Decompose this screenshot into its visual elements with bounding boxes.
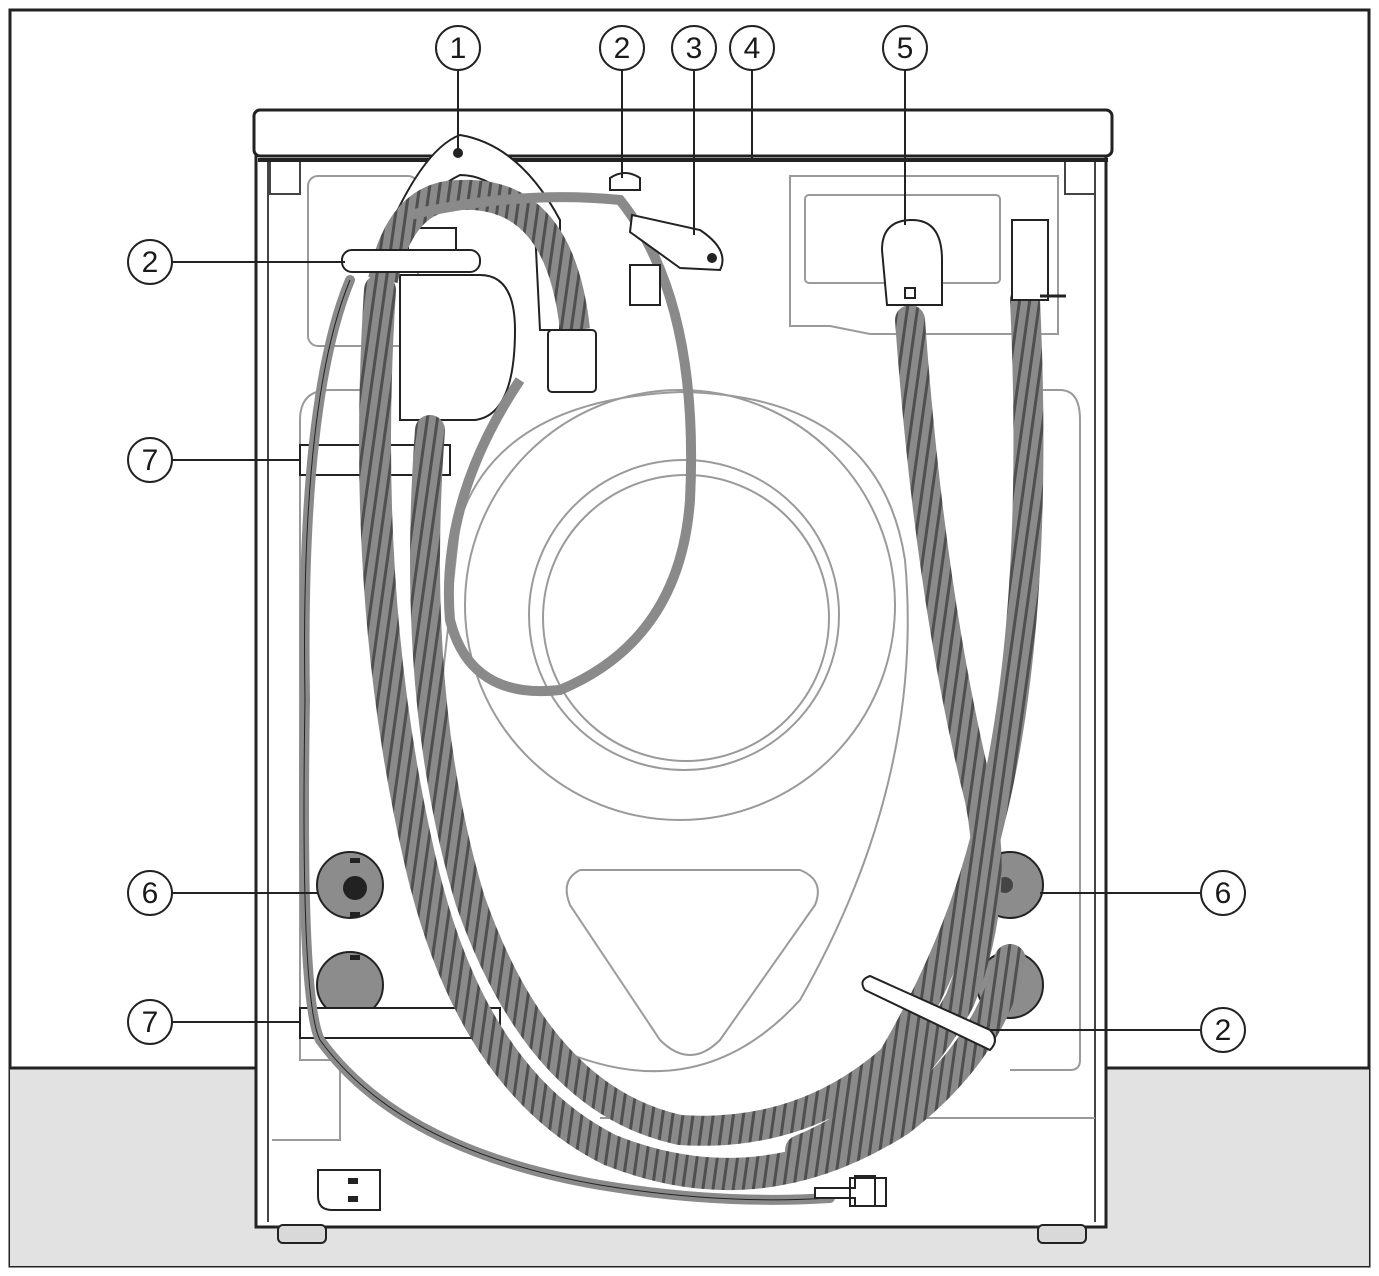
drain-hose-top xyxy=(368,179,590,332)
callout-label: 6 xyxy=(1215,877,1232,910)
callout-label: 7 xyxy=(142,444,159,477)
callout-c5-top: 5 xyxy=(882,25,928,71)
inlet-elbow-window xyxy=(904,287,916,299)
callout-label: 3 xyxy=(686,32,703,65)
cord-clip-top xyxy=(609,172,641,191)
callout-c3-top: 3 xyxy=(671,25,717,71)
mains-plug xyxy=(628,213,724,272)
hose-holder-hole xyxy=(453,148,463,158)
appliance-inlet-box xyxy=(849,1177,887,1207)
corner-bracket-left xyxy=(269,162,301,195)
callout-c2-right: 2 xyxy=(1200,1007,1246,1053)
drum-middle-ring xyxy=(528,459,840,771)
mains-plug-pin xyxy=(707,253,717,263)
socket-pin-bottom xyxy=(348,1196,358,1202)
callout-label: 2 xyxy=(614,32,631,65)
inlet-valve-connector xyxy=(1011,219,1049,301)
socket-pin-top xyxy=(348,1178,358,1184)
foot-left xyxy=(277,1224,327,1244)
callout-label: 4 xyxy=(744,32,761,65)
drain-hose-end xyxy=(547,329,597,393)
drain-hose-inner xyxy=(410,415,945,1146)
inlet-elbow xyxy=(880,218,943,306)
foot-right xyxy=(1037,1224,1087,1244)
callout-c1-top: 1 xyxy=(435,25,481,71)
drain-pump xyxy=(399,274,517,421)
mains-socket xyxy=(317,1169,381,1211)
callout-c7-upper: 7 xyxy=(127,437,173,483)
upper-right-recess xyxy=(789,175,1059,335)
worktop xyxy=(252,108,1114,158)
leader-lines xyxy=(172,70,1200,1031)
callout-c6-left: 6 xyxy=(127,870,173,916)
callout-label: 6 xyxy=(142,877,159,910)
mains-cable-top xyxy=(408,192,697,697)
callout-c7-lower: 7 xyxy=(127,999,173,1045)
callout-c6-right: 6 xyxy=(1200,870,1246,916)
callout-label: 5 xyxy=(897,32,914,65)
drum-outer-ring xyxy=(464,389,896,821)
callout-label: 2 xyxy=(1215,1014,1232,1047)
callout-label: 7 xyxy=(142,1006,159,1039)
inlet-hose-2 xyxy=(865,285,1044,1095)
power-cord-outline xyxy=(303,279,831,1201)
callout-c2-left: 2 xyxy=(127,239,173,285)
callout-c4-top: 4 xyxy=(729,25,775,71)
drain-hose xyxy=(359,274,1026,1190)
transit-bolt-left-upper xyxy=(316,851,384,919)
corner-bracket-right xyxy=(1064,162,1096,195)
callout-c2-top: 2 xyxy=(599,25,645,71)
hose-hook-left xyxy=(341,249,481,273)
callout-label: 1 xyxy=(450,32,467,65)
rear-panel-outline xyxy=(299,389,1081,1071)
cord-clip-stem xyxy=(629,264,661,306)
rounded-triangle-recess xyxy=(565,869,819,1056)
callout-label: 2 xyxy=(142,246,159,279)
